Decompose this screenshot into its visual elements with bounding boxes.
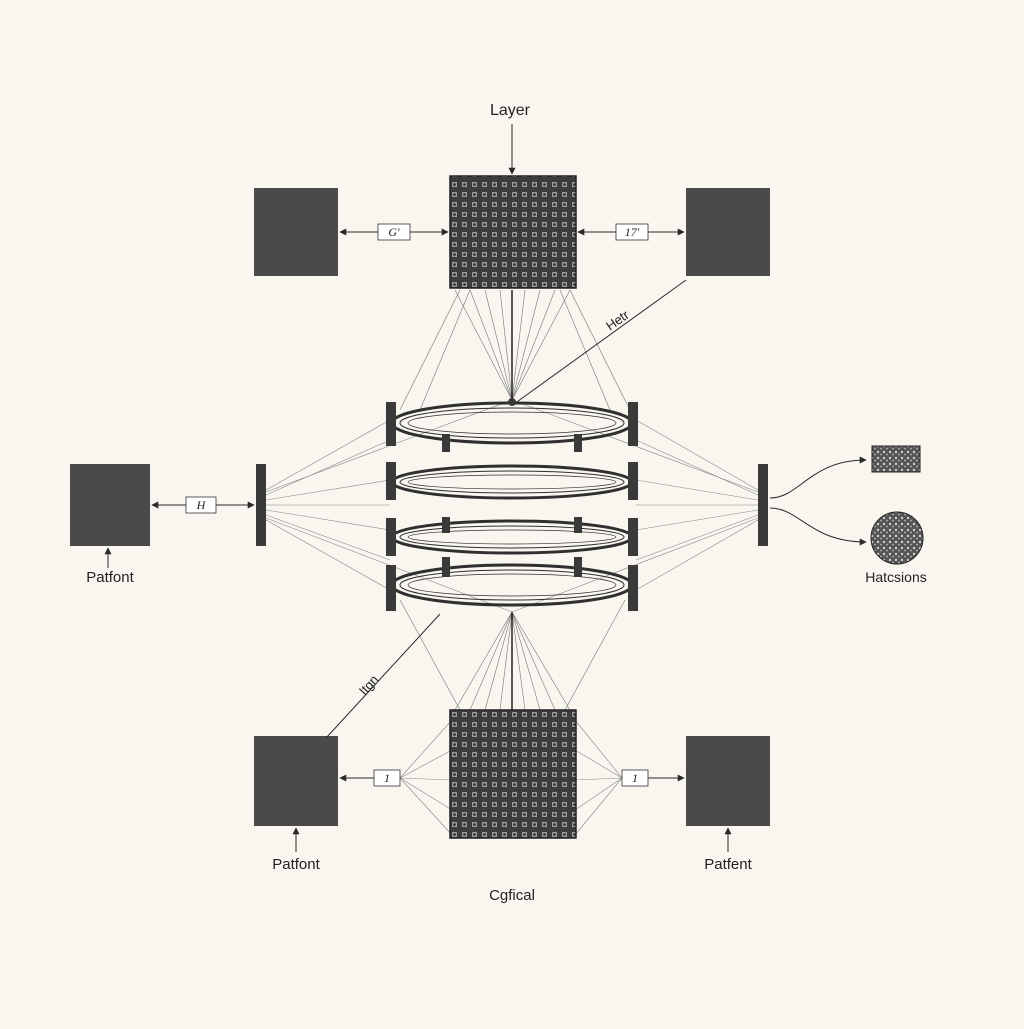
right-side-bar xyxy=(758,464,768,546)
left-label: Patfont xyxy=(86,569,134,586)
output-grid-symbol xyxy=(871,445,921,473)
bottom-fan-lines xyxy=(399,599,626,711)
top-right-block xyxy=(686,188,770,276)
top-fan-lines xyxy=(399,289,631,411)
bottom-grid-block xyxy=(449,709,577,839)
upper-diagonal-line xyxy=(513,279,687,405)
top-grid-block xyxy=(449,175,577,289)
ring-stack xyxy=(390,401,634,607)
tag-mid-left: H xyxy=(185,496,217,514)
svg-text:H: H xyxy=(196,498,207,512)
bottom-right-label: Patfent xyxy=(704,856,752,873)
svg-text:G': G' xyxy=(388,225,400,239)
top-label: Layer xyxy=(490,102,531,119)
top-left-block xyxy=(254,188,338,276)
svg-text:1: 1 xyxy=(632,771,638,785)
ring-1 xyxy=(390,401,634,445)
ring-clamps xyxy=(386,398,638,611)
bottom-right-block xyxy=(686,736,770,826)
bottom-label: Cgfical xyxy=(489,887,535,904)
diag-lower-label: Itgn xyxy=(356,672,382,698)
ring-4 xyxy=(390,563,634,607)
right-label: Hatcsions xyxy=(865,569,926,585)
svg-text:17': 17' xyxy=(625,225,640,239)
bottom-left-block xyxy=(254,736,338,826)
left-block xyxy=(70,464,150,546)
tag-top-right: 17' xyxy=(615,223,649,241)
ring-2 xyxy=(390,464,634,500)
output-sphere-symbol xyxy=(870,511,924,565)
bottom-left-label: Patfont xyxy=(272,856,320,873)
bottom-side-fans xyxy=(399,719,623,836)
lower-diagonal-line xyxy=(325,613,441,739)
tag-top-left: G' xyxy=(377,223,411,241)
tag-bottom-right: 1 xyxy=(621,769,649,787)
connectors xyxy=(104,124,867,852)
svg-text:1: 1 xyxy=(384,771,390,785)
tag-bottom-left: 1 xyxy=(373,769,401,787)
ring-3 xyxy=(390,519,634,555)
left-side-bar xyxy=(256,464,266,546)
